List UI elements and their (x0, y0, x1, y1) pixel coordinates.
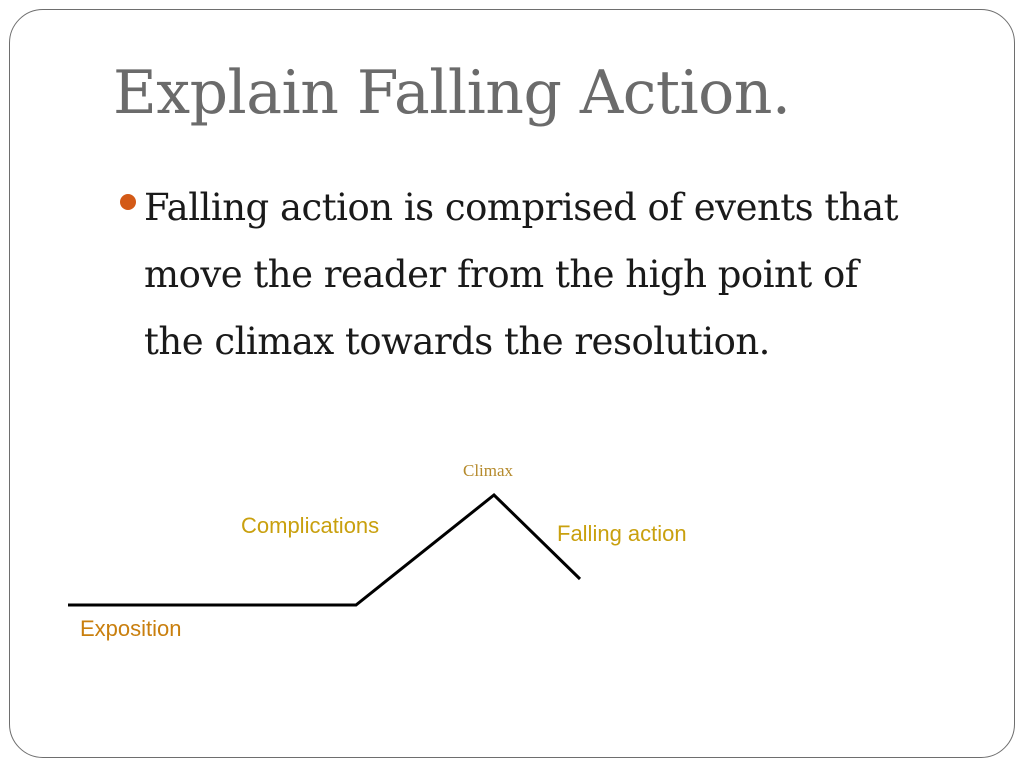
plot-line (68, 493, 582, 607)
climax-label: Climax (463, 461, 514, 480)
bullet-text: Falling action is comprised of events th… (144, 186, 899, 363)
bullet-item: Falling action is comprised of events th… (113, 174, 903, 375)
complications-label: Complications (241, 513, 380, 538)
slide-frame (9, 9, 1015, 758)
falling-action-label: Falling action (557, 521, 687, 546)
slide-title: Explain Falling Action. (113, 58, 791, 128)
exposition-label: Exposition (80, 616, 182, 641)
bullet-dot-icon (120, 194, 136, 210)
